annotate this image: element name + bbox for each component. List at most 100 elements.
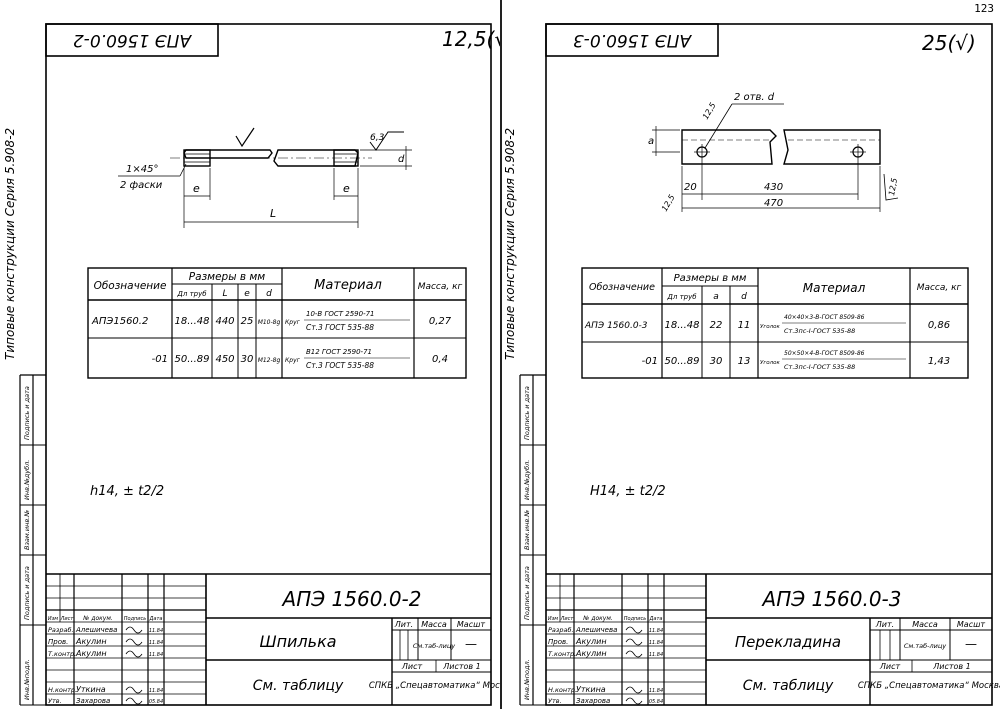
role-5-name: Захарова — [576, 697, 610, 705]
head-doc: № докум. — [582, 615, 613, 622]
crossbar-drawing: 2 отв. d 12,5 a 20 430 470 12,5 12,5 — [648, 92, 899, 213]
sheet-divider — [500, 0, 502, 709]
title-material: См. таблицу — [743, 678, 834, 694]
head-date: Дата — [149, 616, 163, 622]
row1-mat-prefix: Уголок — [760, 324, 780, 330]
title-mass-value: См.таб-лицу — [413, 642, 455, 650]
dim-e-left: e — [193, 182, 200, 195]
role-4-date: 11.84 — [649, 688, 663, 694]
title-org: СПКБ „Спецавтоматика“ Москва — [858, 681, 1000, 691]
side-cell-3: Взам.инв.№ — [523, 510, 531, 550]
right-sheet-svg: АПЭ 1560.0-3 25(√) Подпись и дата Инв.№д… — [503, 23, 1000, 706]
role-2: Пров. — [548, 638, 568, 646]
dim-430: 430 — [764, 182, 783, 193]
series-side-text: Типовые конструкции Серия 5.908-2 — [3, 128, 17, 360]
col-d: d — [266, 289, 272, 299]
side-cell-2: Инв.№дубл. — [23, 460, 31, 500]
side-cell-4: Подпись и дата — [23, 566, 31, 620]
dim-a: a — [648, 136, 654, 147]
side-cell-2: Инв.№дубл. — [523, 460, 531, 500]
head-date: Дата — [649, 616, 663, 622]
col-sizes: Размеры в мм — [674, 273, 747, 284]
dim-L: L — [270, 207, 276, 220]
head-sign: Подпись — [124, 616, 147, 622]
role-3-name: Акулин — [75, 649, 107, 658]
role-1-name: Алешичева — [75, 626, 117, 634]
col-d: d — [741, 292, 747, 302]
top-stamp-code: АПЭ 1560.0-3 — [573, 30, 692, 50]
tolerance-note: h14, ± t2/2 — [90, 484, 164, 499]
dim-470: 470 — [764, 198, 783, 209]
left-sheet-svg: АПЭ 1560.0-2 12,5(√) Подпись и дата Инв.… — [3, 23, 500, 706]
row2-mat-top: В12 ГОСТ 2590-71 — [306, 348, 372, 356]
row2-mass: 1,43 — [928, 356, 950, 367]
side-cell-1: Подпись и дата — [523, 386, 531, 440]
role-3-date: 11.84 — [149, 652, 163, 658]
title-name: Шпилька — [259, 632, 336, 651]
dim-e-right: e — [343, 182, 350, 195]
roughness-mark: 25(√) — [922, 31, 976, 55]
col-designation: Обозначение — [94, 280, 167, 292]
chamfer-note: 2 фаски — [120, 180, 163, 191]
series-side-text: Типовые конструкции Серия 5.908-2 — [503, 128, 517, 360]
col-designation: Обозначение — [589, 282, 655, 293]
role-5: Утв. — [48, 697, 62, 705]
role-1: Разраб. — [548, 626, 574, 634]
row1-mass: 0,86 — [928, 320, 950, 331]
top-stamp — [45, 23, 219, 57]
rough-1: 12,5 — [701, 101, 718, 121]
title-scale: Масшт — [457, 620, 486, 629]
role-5-name: Захарова — [76, 697, 110, 705]
col-mass: Масса, кг — [418, 282, 463, 292]
title-material: См. таблицу — [253, 678, 344, 694]
top-stamp — [545, 23, 719, 57]
sheet-frame — [45, 23, 492, 706]
col-e: e — [244, 289, 250, 299]
role-1-date: 11.84 — [149, 628, 163, 634]
title-lit: Лит. — [394, 620, 413, 629]
head-list: Лист — [60, 616, 75, 622]
stud-drawing: 1×45° 2 фаски e e L d 6,3 — [118, 127, 412, 228]
col-pipe: Дл труб — [176, 290, 207, 298]
role-2-name: Акулин — [575, 637, 607, 646]
title-mass: Масса — [421, 620, 447, 629]
row1-pipe: 18...48 — [665, 320, 700, 331]
left-sheet: АПЭ 1560.0-2 12,5(√) Подпись и дата Инв.… — [3, 23, 500, 706]
title-org: СПКБ „Спецавтоматика“ Москва — [369, 681, 500, 691]
row1-mat-top: 10-В ГОСТ 2590-71 — [306, 310, 375, 318]
col-pipe: Дл труб — [666, 293, 697, 301]
role-3: Т.контр. — [548, 650, 576, 658]
role-4: Н.контр. — [48, 686, 77, 694]
head-izm: Изм — [548, 616, 558, 622]
title-block — [46, 573, 491, 705]
row1-e: 25 — [241, 316, 254, 327]
row1-d: М10-8g — [258, 319, 281, 326]
head-sign: Подпись — [624, 616, 647, 622]
role-5: Утв. — [548, 697, 562, 705]
role-2-date: 11.84 — [649, 640, 663, 646]
rough-label: 6,3 — [370, 133, 385, 143]
title-code: АПЭ 1560.0-2 — [281, 587, 422, 611]
rough-3: 12,5 — [887, 177, 899, 196]
sizes-table — [87, 267, 467, 379]
side-cell-4: Подпись и дата — [523, 566, 531, 620]
side-cell-5: Инв.№подл. — [23, 659, 31, 700]
row1-mat-bottom: Ст.3пс-I-ГОСТ 535-88 — [784, 327, 855, 335]
title-scale-value: — — [465, 637, 477, 651]
role-5-date: 05.84 — [649, 699, 663, 705]
row2-mat-bottom: Ст.3пс-I-ГОСТ 535-88 — [784, 363, 855, 371]
dim-d: d — [398, 154, 405, 165]
row1-a: 22 — [710, 320, 723, 331]
roughness-mark: 12,5(√) — [442, 27, 500, 51]
row1-L: 440 — [215, 316, 234, 327]
side-cell-3: Взам.инв.№ — [23, 510, 31, 550]
title-sheets: Листов 1 — [932, 662, 971, 671]
title-mass: Масса — [912, 620, 938, 629]
row1-designation: АПЭ 1560.0-3 — [584, 321, 648, 331]
col-sizes: Размеры в мм — [189, 271, 265, 283]
role-3: Т.контр. — [48, 650, 76, 658]
row1-mat-prefix: Круг — [285, 319, 301, 326]
signatures — [125, 626, 143, 705]
title-code: АПЭ 1560.0-3 — [761, 587, 902, 611]
row2-pipe: 50...89 — [175, 354, 210, 365]
